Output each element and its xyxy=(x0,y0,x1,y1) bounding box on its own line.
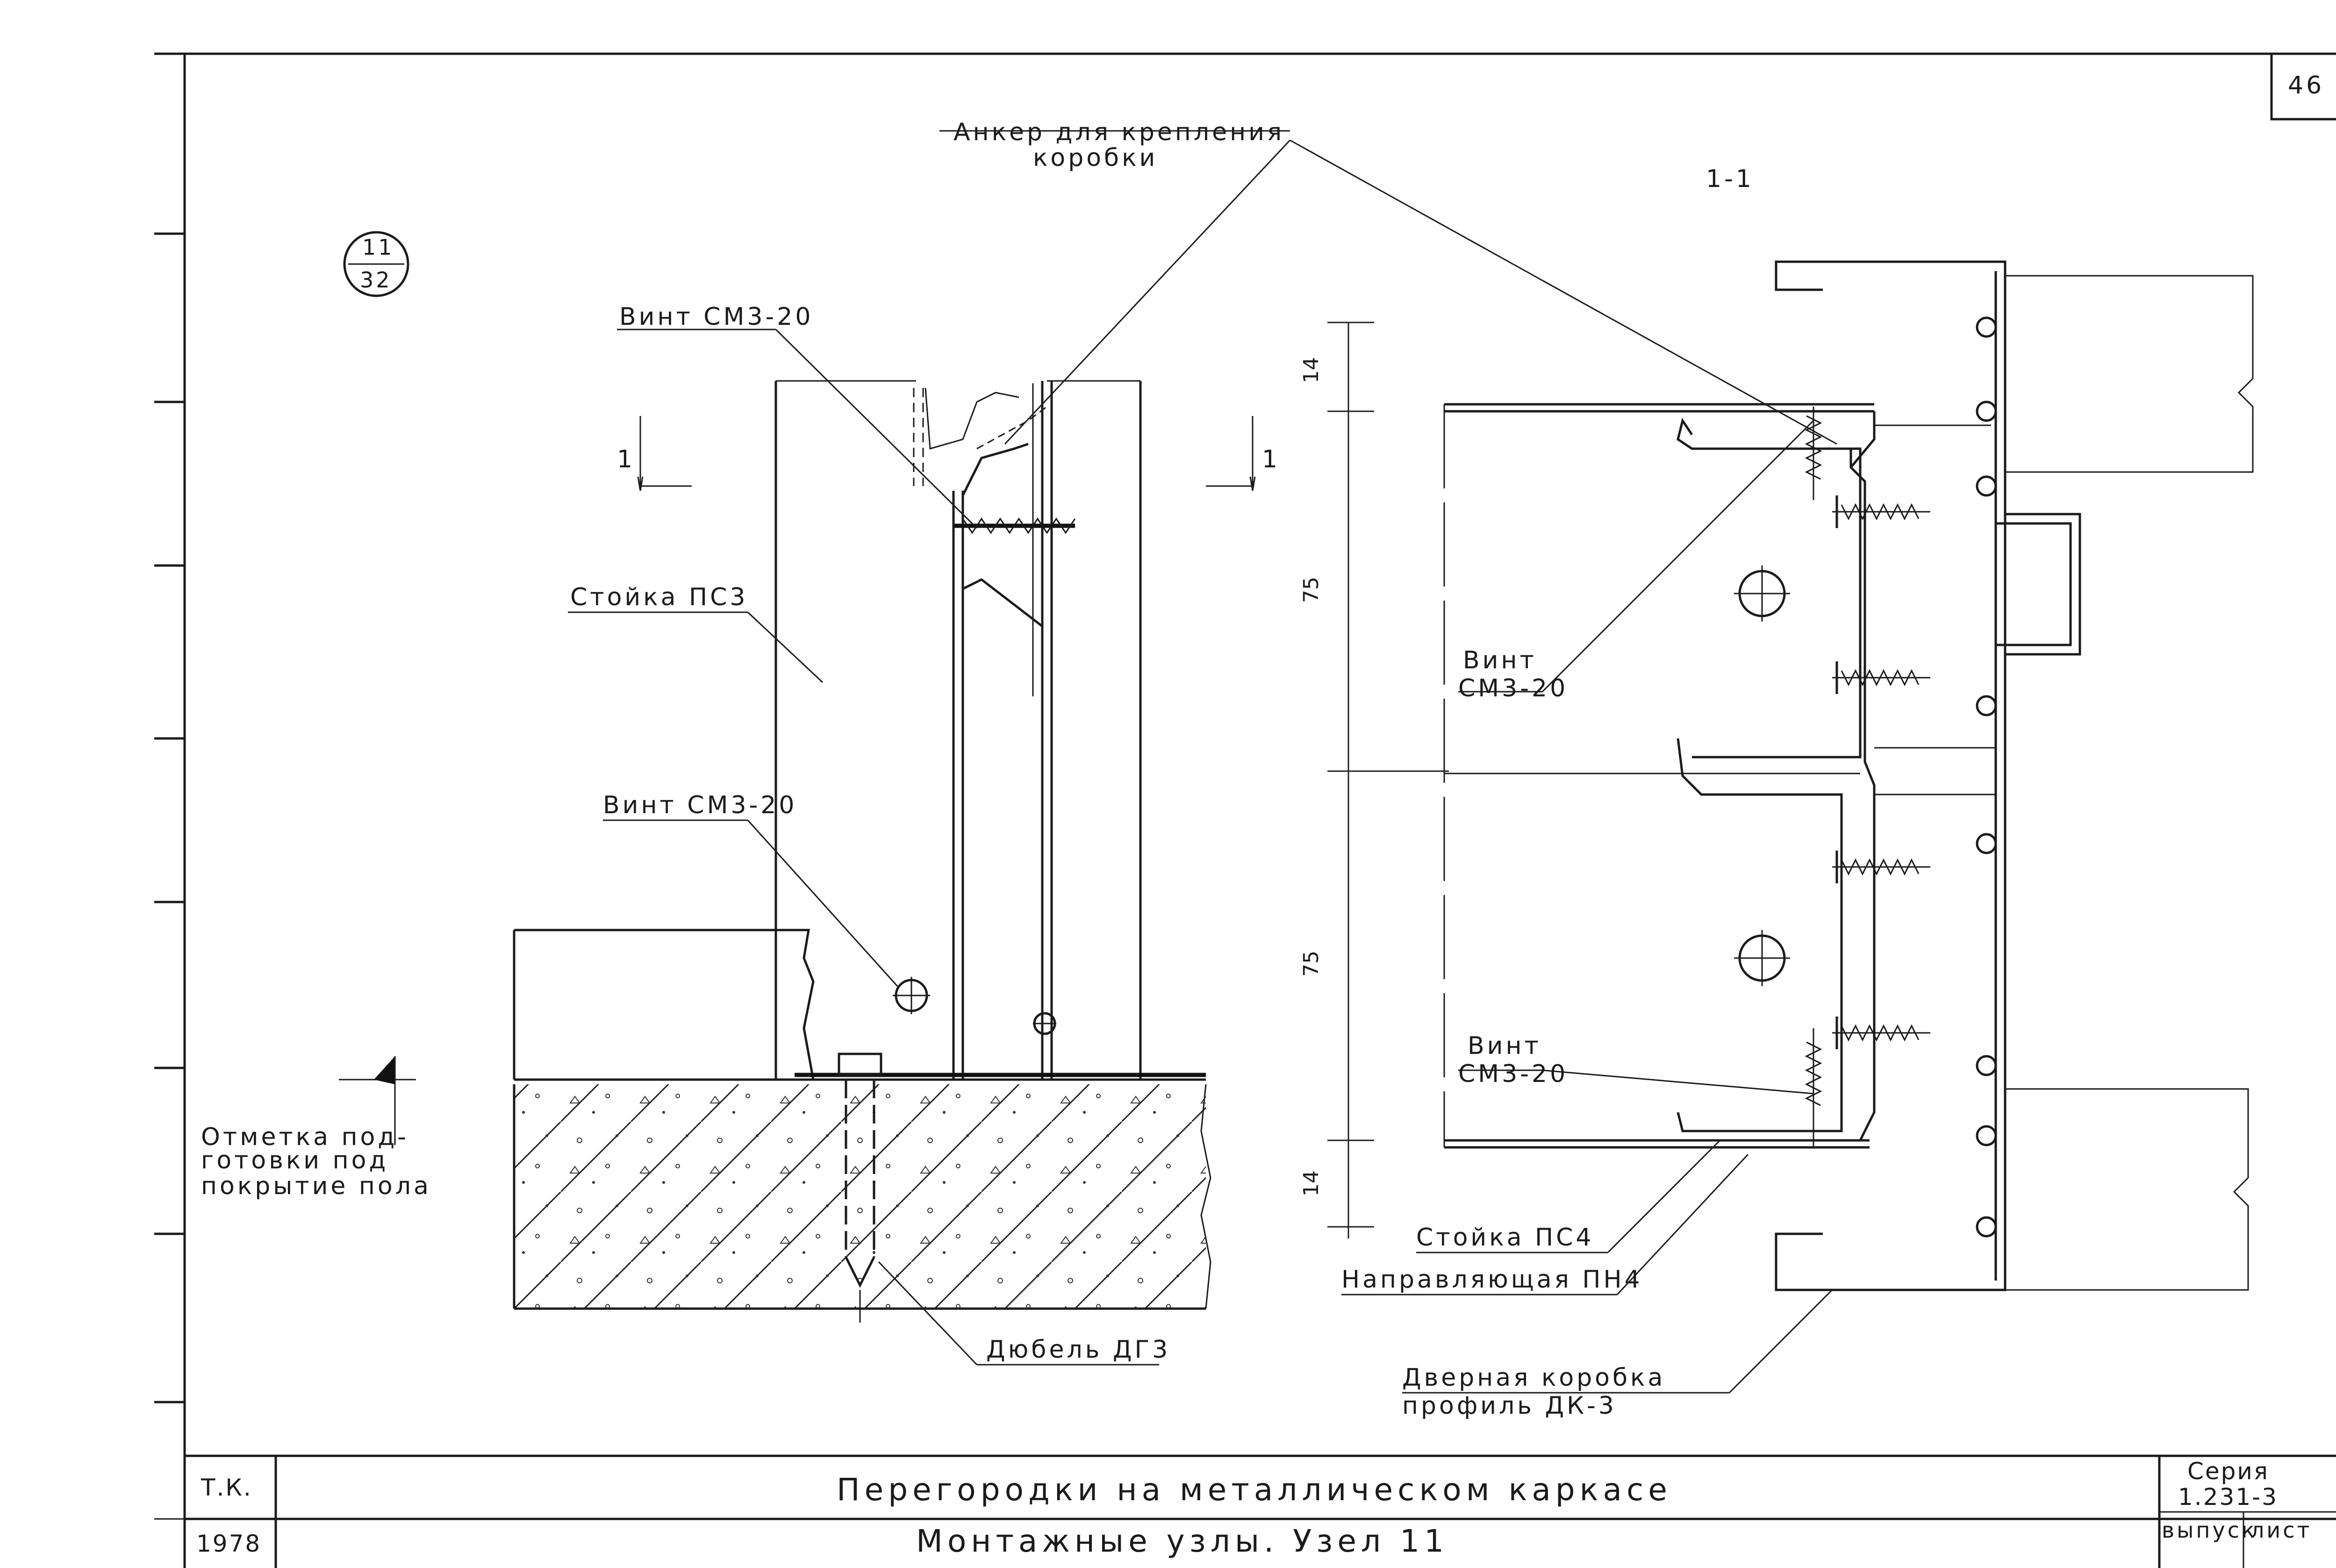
issue-label: выпуск xyxy=(2162,1518,2257,1543)
screw-right1-line2: СМ3-20 xyxy=(1458,674,1568,702)
drawing-title: Перегородки на металлическом каркасе xyxy=(837,1472,1672,1508)
level-label-line2: готовки под xyxy=(201,1146,388,1174)
series-value: 1.231-3 xyxy=(2178,1483,2278,1511)
page-number-box xyxy=(2270,54,2336,121)
title-block xyxy=(185,1454,2336,1568)
screw-right2-line2: СМ3-20 xyxy=(1458,1060,1568,1088)
post-ps3-label: Стойка ПС3 xyxy=(570,583,748,611)
drawing-subtitle: Монтажные узлы. Узел 11 xyxy=(916,1523,1448,1559)
guide-pn4-label: Направляющая ПН4 xyxy=(1341,1266,1643,1294)
org-code: Т.К. xyxy=(201,1474,252,1501)
screw-right1-line1: Винт xyxy=(1463,646,1537,674)
sheet-frame xyxy=(154,52,2336,1568)
callout-top-number: 11 xyxy=(362,235,394,260)
leader-lines-right xyxy=(1341,420,1833,1394)
series-label: Серия xyxy=(2187,1458,2269,1485)
dim-14-top: 14 xyxy=(1299,357,1323,383)
dim-14-bottom: 14 xyxy=(1299,1170,1323,1196)
door-frame-line2: профиль ДК-3 xyxy=(1402,1392,1617,1420)
section-cut-right: 1 xyxy=(1262,445,1280,473)
post-ps4-label: Стойка ПС4 xyxy=(1416,1224,1594,1252)
left-elevation xyxy=(339,380,1256,1323)
screw-top-label: Винт СМ3-20 xyxy=(619,303,813,331)
section-mark: 1-1 xyxy=(1706,165,1754,193)
sheet-label: лист xyxy=(2250,1518,2312,1543)
page-number: 46 xyxy=(2288,72,2324,100)
screw-right2-line1: Винт xyxy=(1468,1032,1541,1060)
door-frame-line1: Дверная коробка xyxy=(1402,1364,1665,1392)
dowel-label: Дюбель ДГ3 xyxy=(986,1336,1170,1364)
right-section xyxy=(1327,260,2254,1291)
detail-callout xyxy=(343,231,409,297)
screw-mid-label: Винт СМ3-20 xyxy=(603,791,797,819)
level-label-line1: Отметка под- xyxy=(201,1123,409,1151)
callout-bottom-number: 32 xyxy=(360,267,392,293)
section-cut-left: 1 xyxy=(617,445,635,473)
year: 1978 xyxy=(196,1530,261,1557)
leader-lines-left xyxy=(568,130,1837,1366)
anchor-label-line2: коробки xyxy=(1033,144,1158,172)
dim-75-bottom: 75 xyxy=(1299,951,1323,977)
anchor-label-line1: Анкер для крепления xyxy=(953,118,1284,146)
level-label-line3: покрытие пола xyxy=(201,1172,431,1200)
dim-75-top: 75 xyxy=(1299,577,1323,603)
